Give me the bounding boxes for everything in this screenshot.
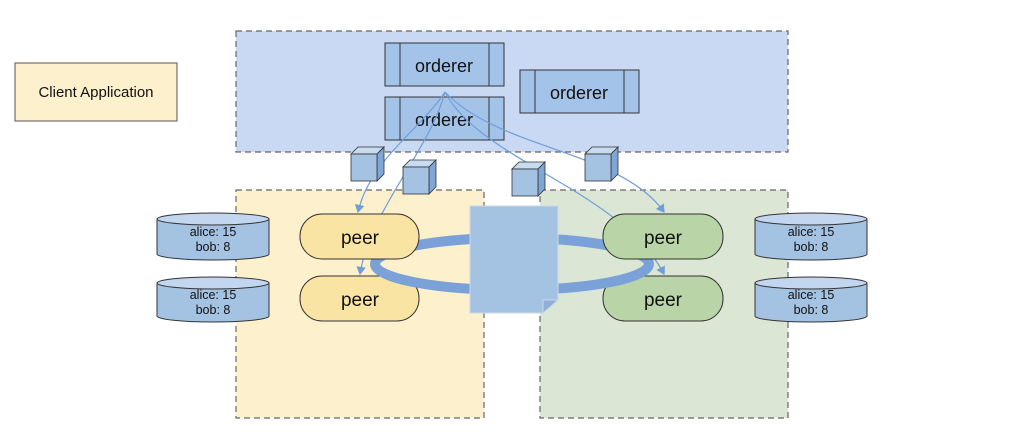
- ledger-entry: bob: 8: [794, 240, 829, 254]
- peer-node: peer: [602, 213, 724, 260]
- block-cube-icon: [511, 161, 546, 197]
- orderer-label: orderer: [550, 83, 608, 103]
- block-cube-icon: [584, 146, 619, 182]
- ledger-entry: alice: 15: [190, 225, 237, 239]
- peer-node: peer: [602, 275, 724, 322]
- peer-label: peer: [644, 228, 683, 249]
- ledger-database: alice: 15 bob: 8: [754, 212, 868, 261]
- ledger-database: alice: 15 bob: 8: [754, 276, 868, 323]
- block-cube-icon: [402, 159, 437, 195]
- ledger-entry: alice: 15: [788, 288, 835, 302]
- ledger-database: alice: 15 bob: 8: [156, 276, 270, 323]
- orderer-node: orderer: [384, 42, 505, 87]
- smart-contract-document-icon: [469, 205, 560, 315]
- ledger-entry: alice: 15: [788, 225, 835, 239]
- peer-label: peer: [644, 290, 683, 311]
- arrow-to-right-peer-1: [444, 91, 665, 213]
- peer-label: peer: [341, 228, 380, 249]
- peer-node: peer: [299, 213, 420, 260]
- orderer-node: orderer: [519, 69, 640, 114]
- block-cube-icon: [350, 146, 385, 182]
- ledger-entry: bob: 8: [196, 303, 231, 317]
- client-application: Client Application: [14, 62, 178, 122]
- ordering-service-area: [235, 30, 789, 153]
- ledger-entry: bob: 8: [196, 240, 231, 254]
- client-application-label: Client Application: [38, 84, 153, 101]
- peer-label: peer: [341, 290, 380, 311]
- orderer-node: orderer: [384, 96, 505, 141]
- ledger-entry: bob: 8: [794, 303, 829, 317]
- arrow-to-left-peer-1: [354, 91, 446, 214]
- ledger-entry: alice: 15: [190, 288, 237, 302]
- orderer-label: orderer: [415, 110, 473, 130]
- ledger-database: alice: 15 bob: 8: [156, 212, 270, 261]
- peer-node: peer: [299, 275, 420, 322]
- orderer-label: orderer: [415, 56, 473, 76]
